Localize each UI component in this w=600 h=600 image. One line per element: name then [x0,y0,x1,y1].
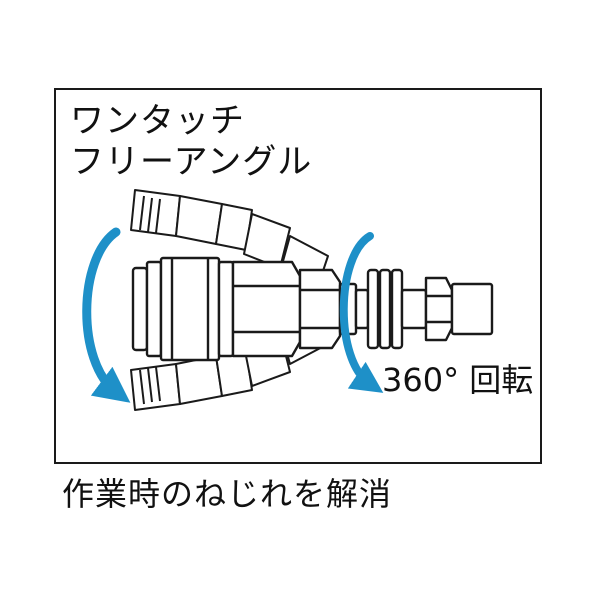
caption: 作業時のねじれを解消 [62,475,393,513]
title-line-2: フリーアングル [70,142,313,182]
socket-main [131,256,358,362]
title-line-1: ワンタッチ [70,101,245,141]
rotation-arrow-left-icon [82,227,131,403]
rotation-arrow-right-icon [339,232,384,393]
plug [354,268,494,350]
rotation-label: 360° 回転 [382,361,534,399]
